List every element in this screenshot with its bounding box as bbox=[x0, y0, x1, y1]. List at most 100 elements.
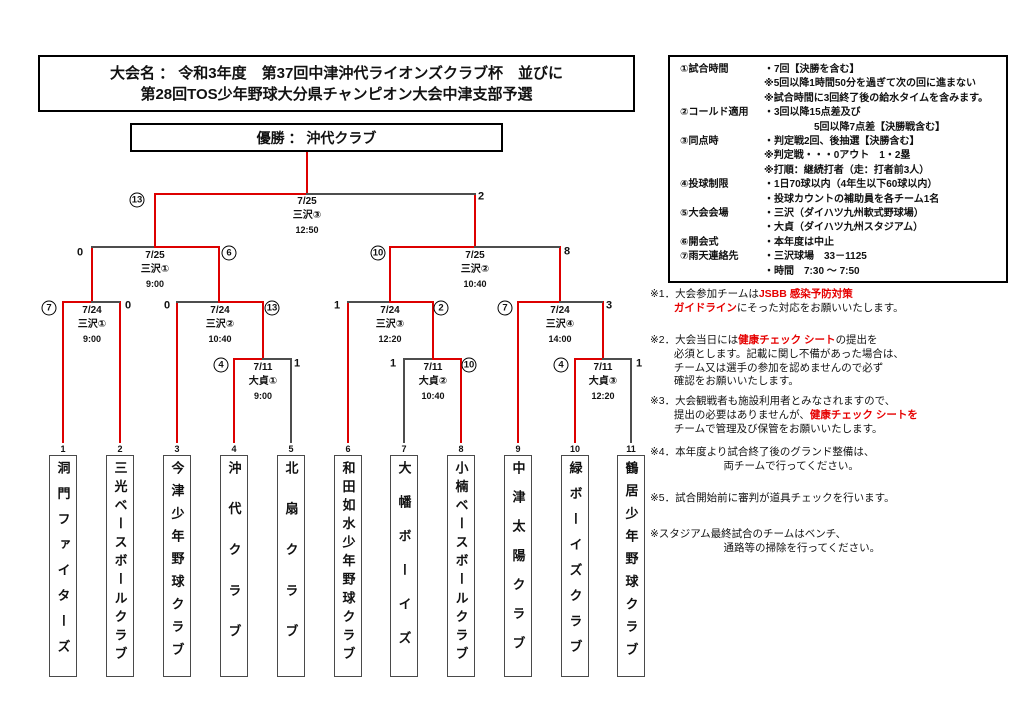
bracket-line bbox=[262, 301, 264, 358]
match-r3-score-left-winner: 4 bbox=[553, 357, 569, 373]
rule-line: ※試合時間に3回終了後の給水タイムを含みます。 bbox=[764, 92, 989, 104]
team-number: 10 bbox=[569, 444, 581, 454]
team-number: 2 bbox=[117, 444, 123, 454]
rule-line: ・時間 7:30 ～ 7:50 bbox=[764, 265, 860, 277]
bracket-line bbox=[517, 301, 519, 443]
note-text: にそった対応をお願いいたします。 bbox=[736, 301, 904, 314]
rule-line: 5回以降7点差【決勝戦含む】 bbox=[764, 121, 946, 133]
note-red-text: 健康チェック シート bbox=[738, 334, 836, 346]
match-s2-score-right: 8 bbox=[563, 245, 571, 258]
rule-line: ・三沢球場 33－1125 bbox=[764, 251, 867, 263]
rule-line: ・3回以降15点差及び bbox=[764, 107, 861, 119]
match-date: 7/25 bbox=[145, 250, 165, 261]
note-line: 通路等の掃除を行ってください。 bbox=[650, 542, 1022, 556]
team-name: 和田如水少年野球クラブ bbox=[340, 461, 356, 665]
bracket-line bbox=[91, 246, 93, 301]
match-time: 10:40 bbox=[463, 279, 487, 289]
rule-line: ・判定戦2回、後抽選【決勝含む】 bbox=[764, 136, 920, 148]
note-1: ※1．大会参加チームはJSBB 感染予防対策 ガイドラインにそった対応をお願いい… bbox=[650, 288, 1022, 316]
note-line: 確認をお願いいたします。 bbox=[650, 375, 1022, 389]
team-name: 三光ベースボールクラブ bbox=[112, 461, 128, 665]
rule-line: ・大貞（ダイハツ九州スタジアム） bbox=[764, 222, 924, 234]
tournament-title-line1: 大会名 ： 令和3年度 第37回中津沖代ライオンズクラブ杯 並びに bbox=[109, 64, 564, 82]
match-date: 7/25 bbox=[297, 196, 317, 207]
note-text: 通路等の掃除を行ってください。 bbox=[650, 541, 881, 554]
match-date: 7/24 bbox=[210, 305, 230, 316]
match-venue: 三沢③ bbox=[292, 210, 322, 221]
bracket-line bbox=[176, 301, 219, 303]
match-time: 14:00 bbox=[548, 334, 572, 344]
team-box: 三光ベースボールクラブ bbox=[106, 455, 134, 677]
match-venue: 三沢③ bbox=[375, 319, 405, 330]
note-line: 両チームで行ってください。 bbox=[650, 460, 1022, 474]
champion-box: 優勝 ： 沖代クラブ bbox=[130, 123, 503, 152]
rule-term: ①試合時間 bbox=[680, 64, 729, 75]
note-6: ※スタジアム最終試合のチームはベンチ、 通路等の掃除を行ってください。 bbox=[650, 528, 1022, 556]
bracket-line bbox=[233, 358, 263, 360]
bracket-line bbox=[218, 246, 220, 301]
team-box: 大幡ボーイズ bbox=[390, 455, 418, 677]
rule-lines: ・本年度は中止 bbox=[764, 236, 1006, 250]
note-red-text: 健康チェック シートを bbox=[809, 408, 918, 421]
note-line: チーム又は選手の参加を認めませんので必ず bbox=[650, 362, 1022, 376]
note-text: 提出の必要はありませんが、 bbox=[650, 408, 810, 421]
match-date: 7/24 bbox=[550, 305, 570, 316]
rule-lines: ・1日70球以内（4年生以下60球以内）・投球カウントの補助員を各チーム1名 bbox=[764, 178, 1006, 207]
rule-row-6: ⑥開会式 ・本年度は中止 bbox=[680, 236, 1006, 250]
match-q2-score-right-winner: 13 bbox=[264, 300, 280, 316]
note-3: ※3．大会観戦者も施設利用者とみなされますので、 提出の必要はありませんが、健康… bbox=[650, 395, 1022, 436]
note-text: ※4．本年度より試合終了後のグランド整備は、 bbox=[650, 446, 875, 458]
match-venue: 大貞③ bbox=[588, 376, 618, 387]
rule-lines: ・7回【決勝を含む】 ※5回以降1時間50分を過ぎて次の回に進まない ※試合時間に3… bbox=[764, 63, 1006, 106]
bracket-line bbox=[602, 301, 604, 358]
rule-row-5: ⑤大会会場・三沢（ダイハツ九州軟式野球場）・大貞（ダイハツ九州スタジアム） bbox=[680, 207, 1006, 236]
match-venue: 三沢① bbox=[77, 319, 107, 330]
bracket-line bbox=[262, 358, 291, 360]
bracket-line bbox=[306, 152, 308, 193]
match-time: 9:00 bbox=[145, 279, 164, 289]
bracket-line bbox=[389, 246, 391, 301]
team-name: 沖代クラブ bbox=[226, 461, 242, 665]
bracket-line bbox=[403, 358, 433, 360]
team-box: 和田如水少年野球クラブ bbox=[334, 455, 362, 677]
bracket-line bbox=[474, 193, 476, 246]
team-number: 7 bbox=[401, 444, 407, 454]
note-text: チームで管理及び保管をお願いいたします。 bbox=[650, 422, 883, 435]
bracket-line bbox=[306, 193, 476, 195]
match-q4-score-left-winner: 7 bbox=[497, 300, 513, 316]
rule-term: ②コールド適用 bbox=[680, 107, 749, 119]
team-number: 9 bbox=[515, 444, 521, 454]
note-line: 必須とします。記載に関し不備があった場合は、 bbox=[650, 348, 1022, 362]
bracket-line bbox=[91, 246, 155, 248]
match-venue: 三沢④ bbox=[545, 319, 575, 330]
bracket-line bbox=[574, 358, 576, 443]
match-date: 7/11 bbox=[593, 362, 613, 373]
rule-line: ※5回以降1時間50分を過ぎて次の回に進まない bbox=[764, 78, 976, 90]
match-q4-label: 7/24 三沢④ 14:00 bbox=[515, 303, 605, 347]
bracket-line bbox=[559, 301, 603, 303]
bracket-line bbox=[154, 193, 307, 195]
note-line: ※3．大会観戦者も施設利用者とみなされますので、 bbox=[650, 395, 1022, 409]
note-text: ※3．大会観戦者も施設利用者とみなされますので、 bbox=[650, 395, 896, 407]
rule-line: ・7回【決勝を含む】 bbox=[764, 64, 860, 75]
match-r1-score-left-winner: 4 bbox=[213, 357, 229, 373]
rule-term: ⑥開会式 bbox=[680, 236, 719, 248]
match-time: 9:00 bbox=[82, 334, 101, 344]
team-box: 洞門ファイターズ bbox=[49, 455, 77, 677]
team-number: 11 bbox=[626, 444, 636, 454]
team-box: 北扇クラブ bbox=[277, 455, 305, 677]
tournament-title-line2: 第28回TOS少年野球大分県チャンピオン大会中津支部予選 bbox=[140, 85, 533, 103]
match-date: 7/11 bbox=[423, 362, 443, 373]
team-box: 鶴居少年野球クラブ bbox=[617, 455, 645, 677]
rule-term: ③同点時 bbox=[680, 136, 719, 148]
bracket-line bbox=[559, 246, 561, 301]
champion-label: 優勝 ： 沖代クラブ bbox=[256, 129, 377, 146]
team-box: 小楠ベースボールクラブ bbox=[447, 455, 475, 677]
bracket-line bbox=[62, 301, 64, 443]
